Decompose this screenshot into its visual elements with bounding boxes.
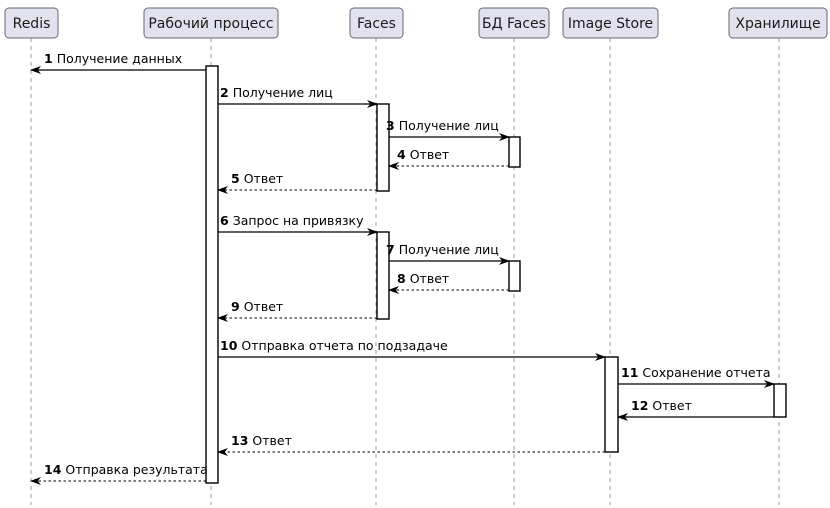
- message-5[interactable]: 5 Ответ: [217, 171, 377, 194]
- participant-label-redis: Redis: [13, 16, 51, 32]
- message-number-6: 6: [220, 213, 229, 228]
- participant-label-faces: Faces: [357, 16, 396, 32]
- participant-label-worker: Рабочий процесс: [148, 16, 273, 32]
- message-label-11: 11 Сохранение отчета: [621, 365, 771, 380]
- message-6[interactable]: 6 Запрос на привязку: [218, 213, 378, 236]
- message-number-8: 8: [397, 271, 406, 286]
- activations-layer: [205, 65, 787, 484]
- participant-box-redis: [4, 7, 59, 39]
- message-number-9: 9: [231, 299, 240, 314]
- activation-bar-storage: [773, 383, 787, 418]
- message-9[interactable]: 9 Ответ: [217, 299, 377, 322]
- message-label-1: 1 Получение данных: [44, 51, 182, 66]
- activation-bar-facesdb: [508, 260, 521, 292]
- message-text-13: Ответ: [252, 433, 291, 448]
- message-4[interactable]: 4 Ответ: [388, 147, 509, 170]
- activation-bar-imgstore: [604, 356, 619, 453]
- participant-faces[interactable]: Faces: [349, 7, 404, 39]
- participant-box-faces: [349, 7, 404, 39]
- activation-bar-faces: [376, 231, 390, 320]
- message-number-11: 11: [621, 365, 638, 380]
- participant-label-storage: Хранилище: [735, 16, 820, 32]
- message-label-13: 13 Ответ: [231, 433, 292, 448]
- message-number-2: 2: [220, 85, 229, 100]
- message-label-5: 5 Ответ: [231, 171, 283, 186]
- participant-box-worker: [143, 7, 279, 39]
- message-2[interactable]: 2 Получение лиц: [218, 85, 378, 108]
- participant-worker[interactable]: Рабочий процесс: [143, 7, 279, 39]
- participant-storage[interactable]: Хранилище: [728, 7, 828, 39]
- message-label-12: 12 Ответ: [631, 398, 692, 413]
- participant-redis[interactable]: Redis: [4, 7, 59, 39]
- message-label-4: 4 Ответ: [397, 147, 449, 162]
- message-text-8: Ответ: [410, 271, 449, 286]
- participant-box-imgstore: [562, 7, 659, 39]
- message-number-14: 14: [44, 462, 62, 477]
- message-text-12: Ответ: [652, 398, 691, 413]
- message-text-7: Получение лиц: [399, 242, 499, 257]
- message-number-7: 7: [386, 242, 395, 257]
- message-text-9: Ответ: [244, 299, 283, 314]
- message-text-6: Запрос на привязку: [233, 213, 364, 228]
- message-number-3: 3: [386, 118, 395, 133]
- message-label-3: 3 Получение лиц: [386, 118, 499, 133]
- message-label-7: 7 Получение лиц: [386, 242, 499, 257]
- activation-bar-faces: [376, 103, 390, 192]
- message-text-4: Ответ: [410, 147, 449, 162]
- message-1[interactable]: 1 Получение данных: [30, 51, 206, 74]
- message-number-13: 13: [231, 433, 248, 448]
- message-12[interactable]: 12 Ответ: [617, 398, 774, 421]
- message-number-5: 5: [231, 171, 240, 186]
- activation-bar-worker: [205, 65, 219, 484]
- participant-imgstore[interactable]: Image Store: [562, 7, 659, 39]
- message-text-10: Отправка отчета по подзадаче: [241, 338, 448, 353]
- message-13[interactable]: 13 Ответ: [217, 433, 605, 456]
- message-text-11: Сохранение отчета: [642, 365, 770, 380]
- message-7[interactable]: 7 Получение лиц: [386, 242, 510, 265]
- message-number-1: 1: [44, 51, 53, 66]
- message-label-9: 9 Ответ: [231, 299, 283, 314]
- message-label-2: 2 Получение лиц: [220, 85, 333, 100]
- message-number-10: 10: [220, 338, 238, 353]
- message-label-8: 8 Ответ: [397, 271, 449, 286]
- participant-label-imgstore: Image Store: [568, 16, 653, 32]
- message-label-6: 6 Запрос на привязку: [220, 213, 364, 228]
- participant-facesdb[interactable]: БД Faces: [478, 7, 550, 39]
- participant-box-facesdb: [478, 7, 550, 39]
- message-text-3: Получение лиц: [399, 118, 499, 133]
- message-11[interactable]: 11 Сохранение отчета: [618, 365, 775, 388]
- message-text-1: Получение данных: [57, 51, 182, 66]
- message-text-14: Отправка результата: [65, 462, 207, 477]
- message-text-5: Ответ: [244, 171, 283, 186]
- message-3[interactable]: 3 Получение лиц: [386, 118, 510, 141]
- message-number-4: 4: [397, 147, 406, 162]
- participants-layer: Redis Рабочий процесс Faces БД Faces Image S…: [4, 7, 828, 39]
- message-text-2: Получение лиц: [233, 85, 333, 100]
- activation-bar-facesdb: [508, 136, 521, 168]
- message-number-12: 12: [631, 398, 648, 413]
- message-8[interactable]: 8 Ответ: [388, 271, 509, 294]
- participant-box-storage: [728, 7, 828, 39]
- participant-label-facesdb: БД Faces: [482, 16, 546, 32]
